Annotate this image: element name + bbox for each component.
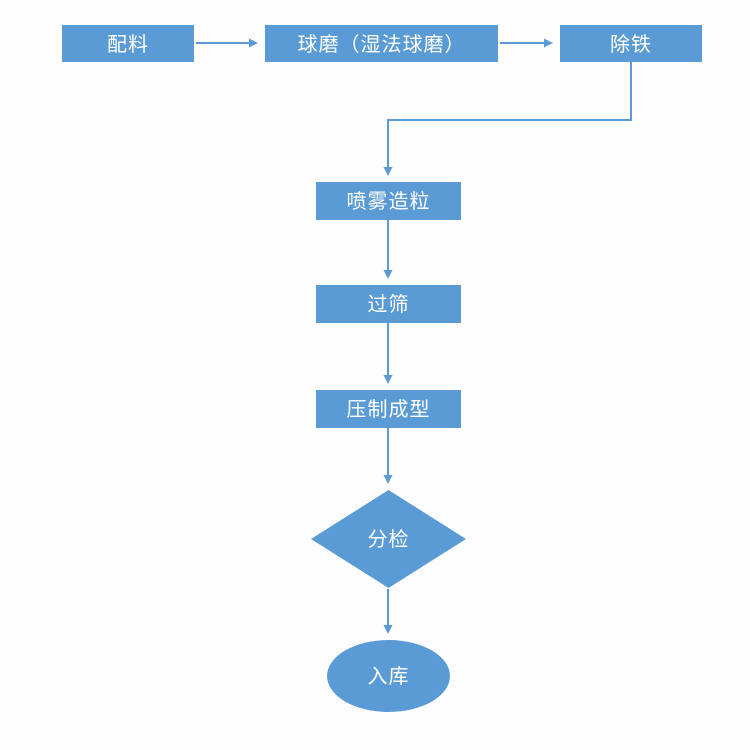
node-ball-milling: 球磨（湿法球磨） — [265, 25, 498, 62]
arrow-iron-removal-to-spray-granulation — [383, 62, 632, 176]
node-iron-removal: 除铁 — [560, 25, 702, 62]
node-spray-granulation: 喷雾造粒 — [316, 182, 461, 220]
node-ball-milling-label: 球磨（湿法球磨） — [297, 31, 466, 56]
node-sorting-decision: 分检 — [311, 490, 466, 588]
node-warehousing-label: 入库 — [367, 664, 410, 688]
node-press-forming: 压制成型 — [316, 390, 461, 428]
node-sieving-label: 过筛 — [367, 292, 410, 316]
node-sieving: 过筛 — [316, 285, 461, 323]
node-spray-granulation-label: 喷雾造粒 — [346, 189, 431, 213]
node-batching: 配料 — [62, 25, 194, 62]
node-warehousing: 入库 — [327, 640, 450, 712]
node-iron-removal-label: 除铁 — [610, 31, 652, 56]
node-batching-label: 配料 — [107, 31, 149, 56]
node-press-forming-label: 压制成型 — [346, 397, 431, 421]
node-sorting-label: 分检 — [367, 527, 410, 551]
